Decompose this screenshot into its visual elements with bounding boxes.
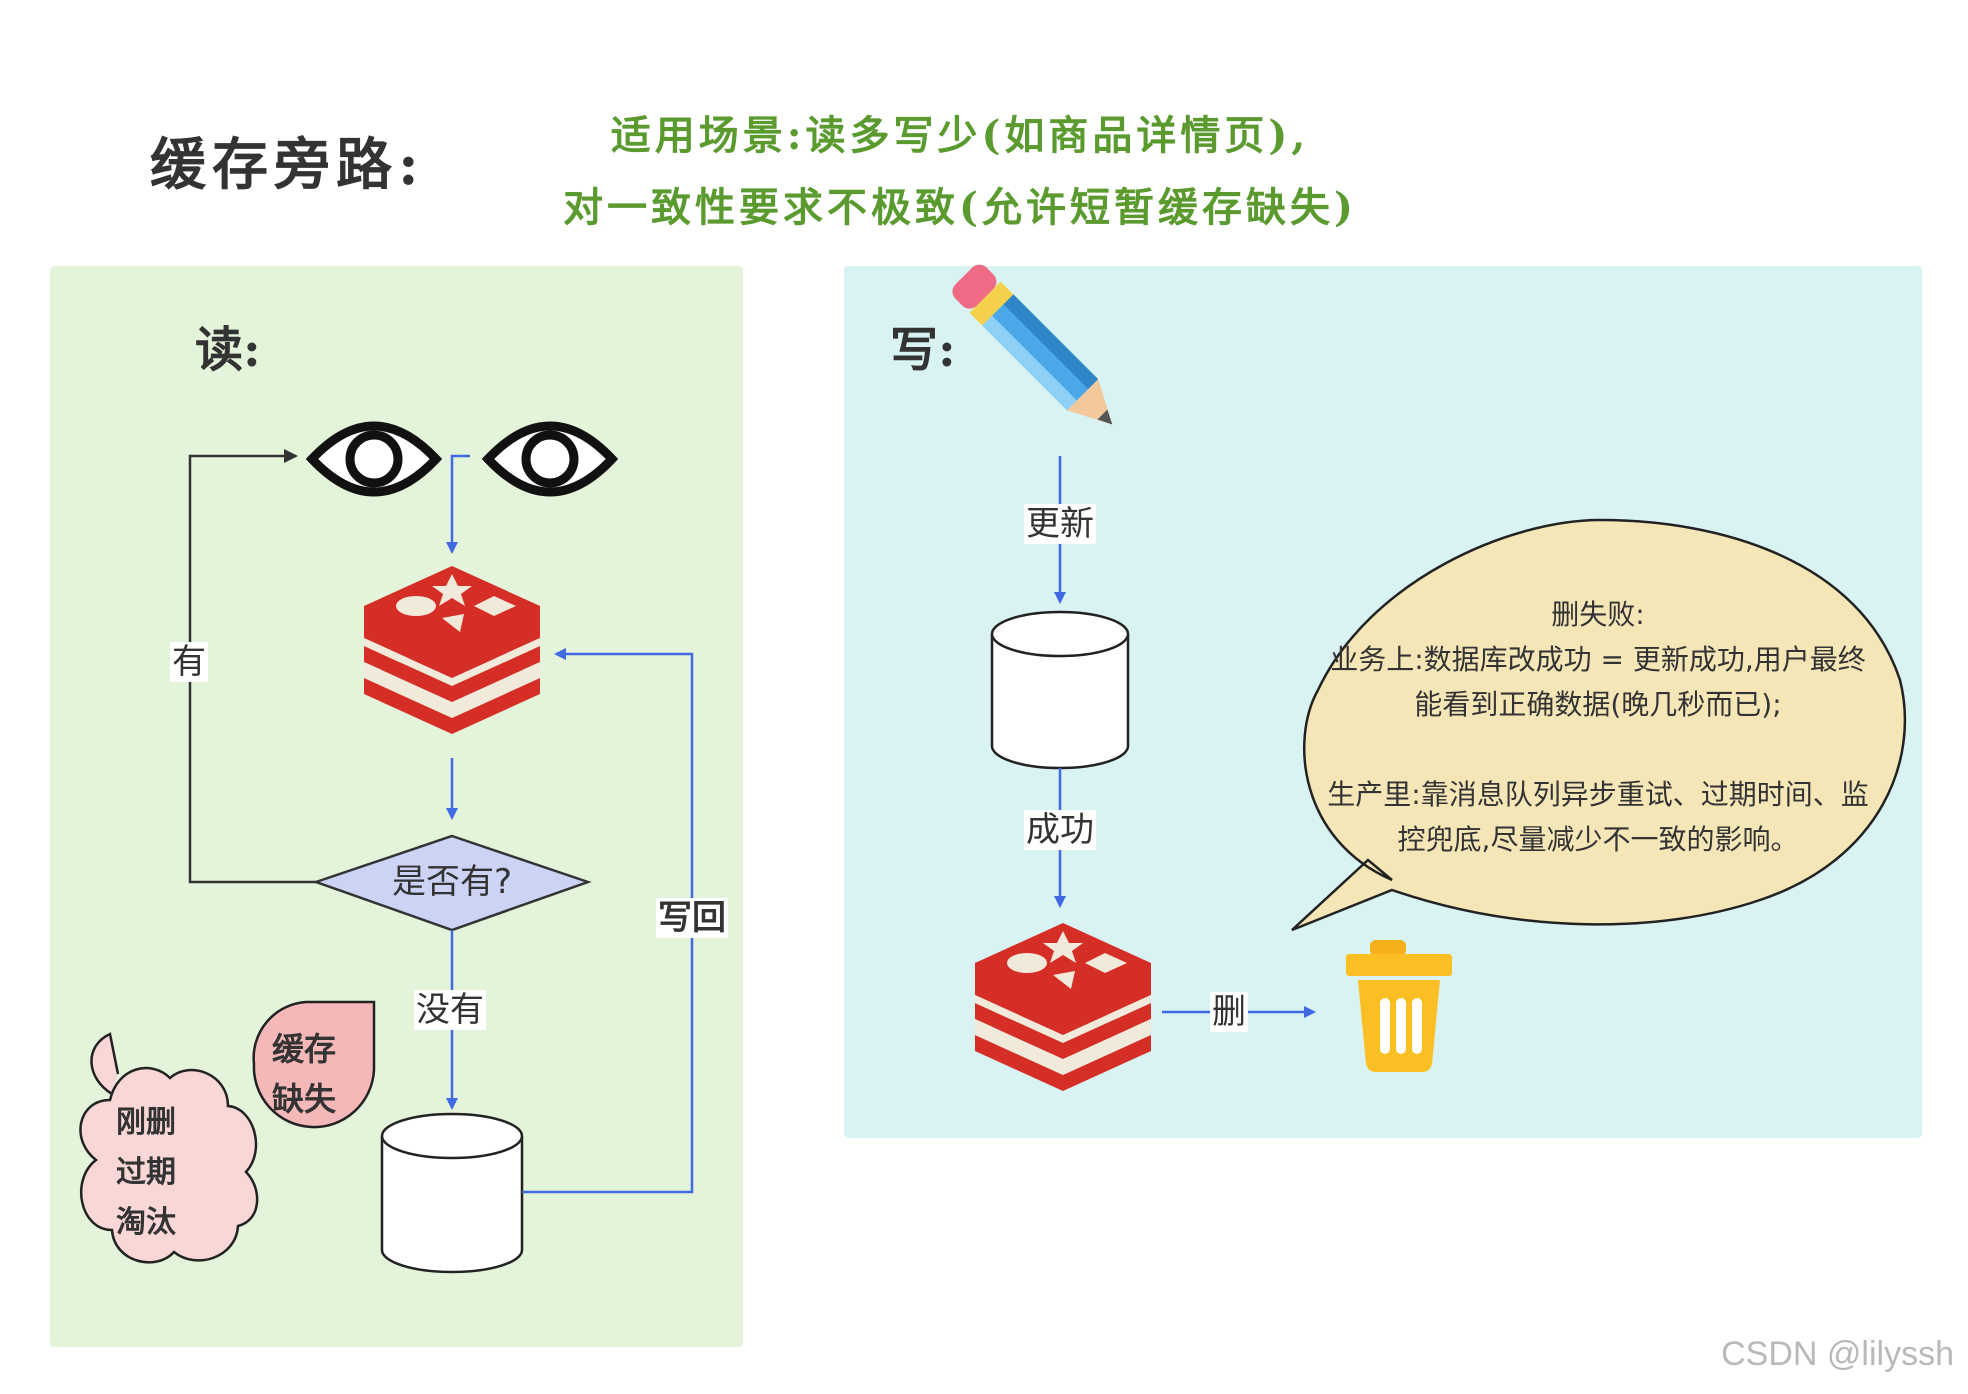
trash-icon — [1346, 940, 1452, 1072]
arrow-yes-to-eyes — [188, 449, 316, 884]
edge-label-writeback: 写回 — [656, 898, 728, 938]
scenario-description: 适用场景:读多写少(如商品详情页), 对一致性要求不极致(允许短暂缓存缺失) — [480, 100, 1440, 244]
pencil-icon — [952, 264, 1113, 425]
decision-label: 是否有? — [391, 862, 513, 902]
cloud-note-shape — [79, 1032, 259, 1264]
eye-icon — [481, 421, 619, 497]
bubble-title: 删失败: — [1551, 598, 1645, 631]
scenario-line-2: 对一致性要求不极致(允许短暂缓存缺失) — [563, 184, 1357, 231]
tag-note-line: 缓存 — [272, 1030, 337, 1068]
bubble-paragraph-2: 生产里:靠消息队列异步重试、过期时间、监控兜底,尽量减少不一致的影响。 — [1327, 778, 1869, 856]
tag-note-text: 缓存 缺失 — [272, 1024, 336, 1124]
database-icon — [990, 610, 1130, 770]
speech-bubble-shape — [1291, 518, 1907, 932]
cloud-note-line: 过期 — [116, 1155, 176, 1190]
diagram-title: 缓存旁路: — [150, 132, 425, 198]
edge-label-success: 成功 — [1024, 810, 1096, 850]
write-panel-title: 写: — [890, 322, 956, 378]
tag-note-shape — [252, 1000, 376, 1129]
eye-icon — [305, 421, 443, 497]
read-panel-title: 读: — [195, 322, 261, 378]
bubble-paragraph-1: 业务上:数据库改成功 = 更新成功,用户最终能看到正确数据(晚几秒而已); — [1330, 643, 1866, 721]
edge-label-no: 没有 — [414, 990, 486, 1030]
edge-label-yes: 有 — [170, 642, 208, 682]
cloud-note-text: 刚删 过期 淘汰 — [116, 1098, 176, 1248]
redis-icon — [364, 566, 540, 734]
edge-label-update: 更新 — [1024, 504, 1096, 544]
watermark: CSDN @lilyssh — [1721, 1335, 1954, 1373]
tag-note-line: 缺失 — [272, 1080, 337, 1118]
scenario-line-1: 适用场景:读多写少(如商品详情页), — [610, 112, 1310, 159]
cloud-note-line: 刚删 — [116, 1105, 176, 1140]
database-icon — [380, 1112, 524, 1274]
cloud-note-line: 淘汰 — [116, 1205, 176, 1240]
edge-label-delete: 删 — [1210, 992, 1248, 1032]
bubble-text: 删失败: 业务上:数据库改成功 = 更新成功,用户最终能看到正确数据(晚几秒而已… — [1318, 592, 1878, 862]
arrow-eye-to-redis — [446, 454, 470, 554]
redis-icon — [975, 923, 1151, 1091]
